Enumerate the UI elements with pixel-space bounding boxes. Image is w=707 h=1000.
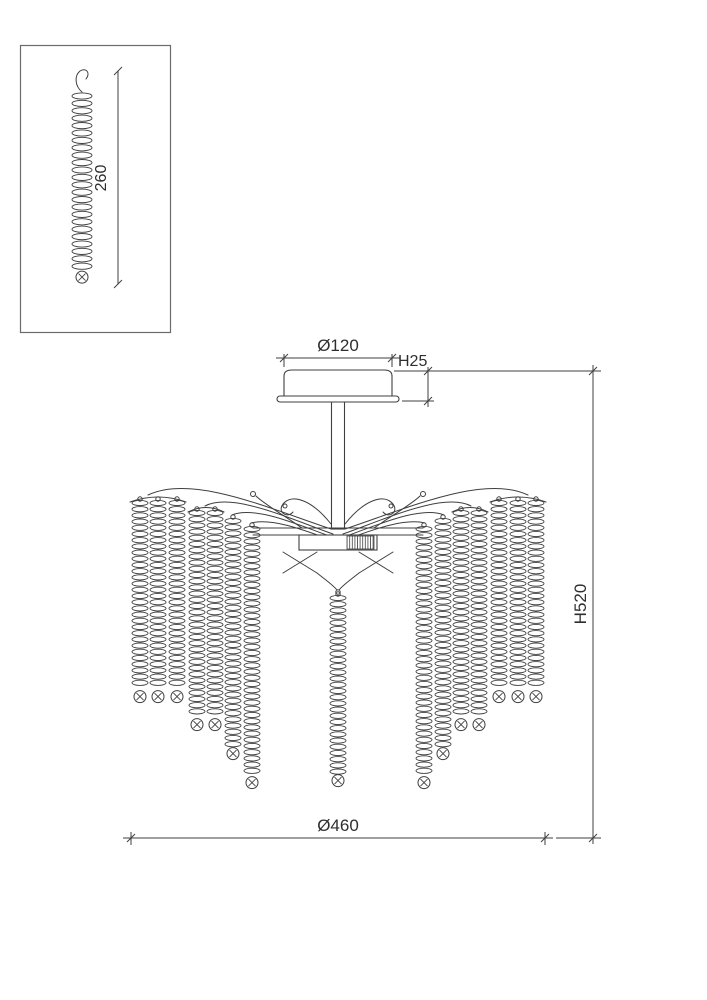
detail-length-label: 260: [93, 165, 110, 192]
crystal-strand: [452, 506, 470, 732]
strand-bead: [454, 718, 468, 732]
crystal-strand: [168, 496, 186, 704]
fixture-diameter-label: Ø460: [317, 816, 359, 835]
crystal-strand: [415, 522, 433, 790]
strand-bead: [208, 718, 222, 732]
crystal-strand: [329, 591, 347, 788]
crystal-strand: [131, 496, 149, 704]
hub-coil: [346, 535, 375, 550]
strand-bead: [331, 774, 345, 788]
strand-bead: [226, 747, 240, 761]
strand-bead: [436, 747, 450, 761]
crystal-strand: [434, 514, 452, 761]
strand-bead: [529, 690, 543, 704]
canopy: [276, 369, 400, 403]
crystal-strand: [490, 496, 508, 704]
detail-strand-hook: [75, 69, 89, 93]
arm-assembly: [129, 487, 547, 595]
detail-inset: 260: [19, 44, 172, 334]
crystal-strand: [71, 92, 93, 284]
crystal-strand: [527, 496, 545, 704]
detail-crystal-strand: [71, 92, 93, 284]
strand-bead: [75, 270, 89, 284]
strand-bead: [190, 718, 204, 732]
strand-bead: [492, 690, 506, 704]
canopy-diameter-label: Ø120: [317, 336, 359, 355]
dimension-line-h25: H25: [394, 353, 601, 407]
crystal-strand: [224, 514, 242, 761]
fixture-height-label: H520: [571, 584, 590, 625]
center-ornament: [316, 572, 360, 595]
dimension-line-260: 260: [93, 66, 123, 289]
crystal-strand: [149, 496, 167, 704]
crystal-strand: [206, 506, 224, 732]
canopy-height-label: H25: [398, 353, 427, 370]
crystal-strand: [243, 522, 261, 790]
crystal-strand: [509, 496, 527, 704]
mounting-rod: [330, 398, 346, 530]
crystal-strand: [188, 506, 206, 732]
strand-bead: [511, 690, 525, 704]
dimension-line-h520: H520: [556, 365, 601, 844]
strand-bead: [472, 718, 486, 732]
strand-bead: [417, 776, 431, 790]
strand-bead: [133, 690, 147, 704]
dimension-line-d460: Ø460: [123, 816, 553, 845]
strand-bead: [151, 690, 165, 704]
crystal-strand: [470, 506, 488, 732]
detail-inset-box: [19, 44, 172, 334]
strand-bead: [245, 776, 259, 790]
canopy-body: [283, 369, 393, 397]
dimension-line-d120: Ø120: [276, 336, 400, 367]
strand-bead: [170, 690, 184, 704]
canopy-flange: [276, 395, 400, 403]
